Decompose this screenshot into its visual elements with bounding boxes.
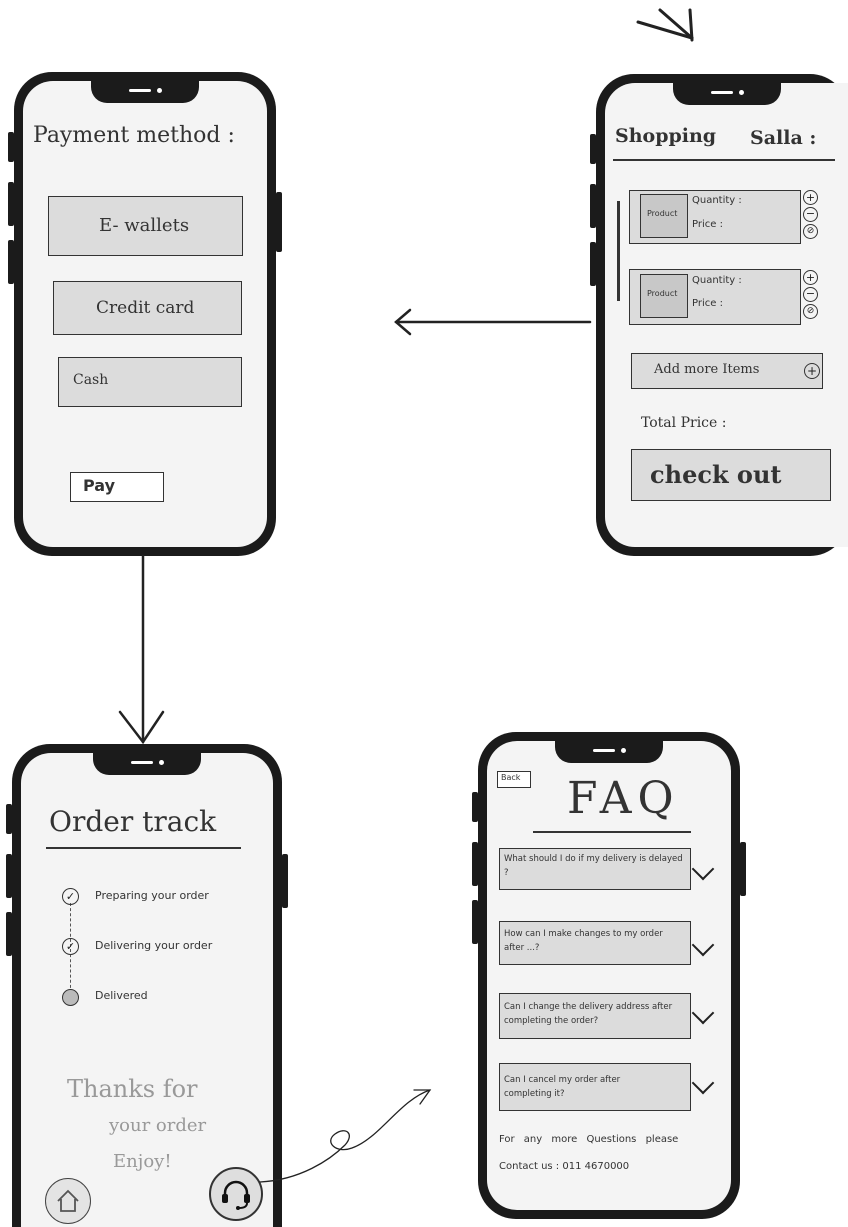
faq-phone: Back FAQ What should I do if my delivery…	[472, 732, 746, 1219]
phone-notch	[93, 753, 201, 775]
e-wallets-button[interactable]: E- wallets	[48, 196, 243, 256]
add-more-label: Add more Items	[654, 362, 760, 377]
thanks-line-2: your order	[109, 1115, 207, 1136]
home-button[interactable]	[45, 1178, 91, 1224]
phone-notch	[555, 741, 663, 763]
plus-icon[interactable]: +	[803, 270, 818, 285]
faq-question[interactable]: What should I do if my delivery is delay…	[499, 848, 691, 890]
back-button[interactable]: Back	[497, 771, 531, 788]
minus-icon[interactable]: −	[803, 207, 818, 222]
step-label: Preparing your order	[95, 889, 209, 902]
thanks-line-1: Thanks for	[67, 1075, 198, 1103]
credit-card-button[interactable]: Credit card	[53, 281, 242, 335]
cash-label: Cash	[73, 372, 109, 388]
plus-icon[interactable]: +	[803, 190, 818, 205]
title-underline	[46, 847, 241, 849]
order-track-phone: Order track ✓ Preparing your order ✓ Del…	[6, 744, 288, 1227]
remove-icon[interactable]: ⊘	[803, 304, 818, 319]
cart-item: Product Quantity : Price :	[629, 190, 801, 244]
faq-question[interactable]: Can I cancel my order after completing i…	[499, 1063, 691, 1111]
phone-notch	[91, 81, 199, 103]
quantity-label: Quantity :	[692, 195, 742, 206]
thanks-line-3: Enjoy!	[113, 1151, 172, 1172]
arrow-left-icon	[394, 308, 592, 336]
step-label: Delivering your order	[95, 939, 213, 952]
arrow-down-icon	[118, 554, 165, 745]
total-price-label: Total Price :	[641, 415, 727, 431]
contact-line-1: For any more Questions please	[499, 1134, 679, 1145]
pay-button[interactable]: Pay	[70, 472, 164, 502]
checkout-label: check out	[650, 460, 782, 489]
cart-item: Product Quantity : Price :	[629, 269, 801, 325]
credit-card-label: Credit card	[96, 298, 195, 318]
pay-label: Pay	[83, 476, 116, 495]
faq-title: FAQ	[567, 773, 680, 824]
step-label: Delivered	[95, 989, 148, 1002]
incoming-arrow-icon	[636, 8, 694, 42]
contact-line-2: Contact us : 011 4670000	[499, 1161, 630, 1172]
price-label: Price :	[692, 219, 723, 230]
quantity-label: Quantity :	[692, 275, 742, 286]
order-track-title: Order track	[49, 805, 217, 838]
cash-button[interactable]: Cash	[58, 357, 242, 407]
faq-question[interactable]: How can I make changes to my order after…	[499, 921, 691, 965]
add-more-items-button[interactable]: Add more Items +	[631, 353, 823, 389]
pending-circle-icon	[62, 989, 79, 1006]
e-wallets-label: E- wallets	[99, 215, 190, 236]
minus-icon[interactable]: −	[803, 287, 818, 302]
faq-question[interactable]: Can I change the delivery address after …	[499, 993, 691, 1039]
price-label: Price :	[692, 298, 723, 309]
checkout-button[interactable]: check out	[631, 449, 831, 501]
add-icon: +	[804, 363, 820, 379]
salla-title: Salla :	[750, 127, 817, 149]
product-thumbnail: Product	[640, 194, 688, 238]
title-underline	[613, 159, 835, 161]
phone-notch	[672, 83, 781, 105]
back-label: Back	[501, 773, 521, 782]
home-icon	[57, 1189, 79, 1212]
support-button[interactable]	[209, 1167, 263, 1221]
remove-icon[interactable]: ⊘	[803, 224, 818, 239]
check-circle-icon: ✓	[62, 888, 79, 905]
product-thumbnail: Product	[640, 274, 688, 318]
payment-title: Payment method :	[33, 123, 235, 148]
cart-phone: Shopping Salla : Product Quantity : Pric…	[590, 74, 848, 556]
check-circle-icon: ✓	[62, 938, 79, 955]
shopping-title: Shopping	[615, 125, 717, 147]
payment-phone: Payment method : E- wallets Credit card …	[8, 72, 282, 556]
cart-scrollbar[interactable]	[617, 201, 620, 301]
title-underline	[533, 831, 691, 833]
curly-arrow-icon	[259, 1089, 432, 1183]
headset-icon	[222, 1180, 250, 1210]
